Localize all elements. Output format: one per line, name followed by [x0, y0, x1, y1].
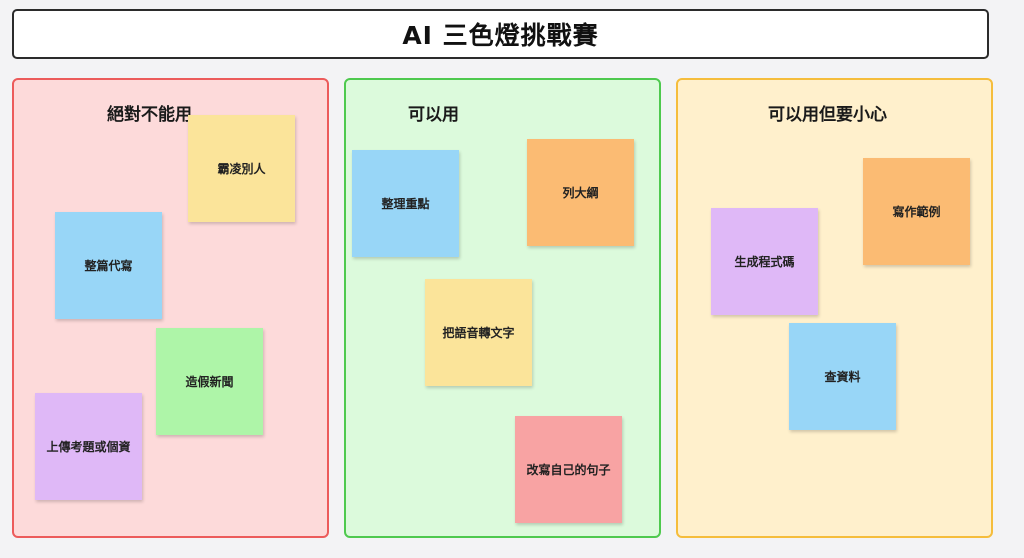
sticky-note[interactable]: 上傳考題或個資: [35, 393, 142, 500]
zone-yellow-title: 可以用但要小心: [768, 105, 887, 125]
sticky-note-text: 上傳考題或個資: [46, 440, 131, 454]
sticky-note[interactable]: 整理重點: [352, 150, 459, 257]
sticky-note-text: 造假新聞: [185, 375, 234, 389]
sticky-note-text: 生成程式碼: [734, 255, 795, 269]
sticky-note[interactable]: 查資料: [789, 323, 896, 430]
zone-green: 可以用 整理重點 列大綱 把語音轉文字 改寫自己的句子: [344, 78, 661, 538]
sticky-note-text: 霸凌別人: [217, 162, 266, 176]
sticky-note[interactable]: 霸凌別人: [188, 115, 295, 222]
page-title: AI 三色燈挑戰賽: [402, 21, 599, 50]
sticky-note-text: 查資料: [824, 370, 861, 384]
sticky-note-text: 改寫自己的句子: [526, 463, 611, 477]
sticky-note[interactable]: 改寫自己的句子: [515, 416, 622, 523]
sticky-note[interactable]: 把語音轉文字: [425, 279, 532, 386]
zone-green-title: 可以用: [408, 105, 459, 125]
sticky-note[interactable]: 整篇代寫: [55, 212, 162, 319]
sticky-note-text: 列大綱: [562, 186, 599, 200]
sticky-note[interactable]: 造假新聞: [156, 328, 263, 435]
sticky-note[interactable]: 列大綱: [527, 139, 634, 246]
sticky-note-text: 寫作範例: [892, 205, 941, 219]
sticky-note[interactable]: 生成程式碼: [711, 208, 818, 315]
sticky-note-text: 整篇代寫: [84, 259, 133, 273]
zone-red: 絕對不能用 霸凌別人 整篇代寫 造假新聞 上傳考題或個資: [12, 78, 329, 538]
zone-yellow: 可以用但要小心 寫作範例 生成程式碼 查資料: [676, 78, 993, 538]
sticky-note-text: 把語音轉文字: [442, 326, 515, 340]
sticky-note-text: 整理重點: [381, 197, 430, 211]
title-bar: AI 三色燈挑戰賽: [12, 9, 989, 59]
sticky-note[interactable]: 寫作範例: [863, 158, 970, 265]
zone-red-title: 絕對不能用: [107, 105, 192, 125]
